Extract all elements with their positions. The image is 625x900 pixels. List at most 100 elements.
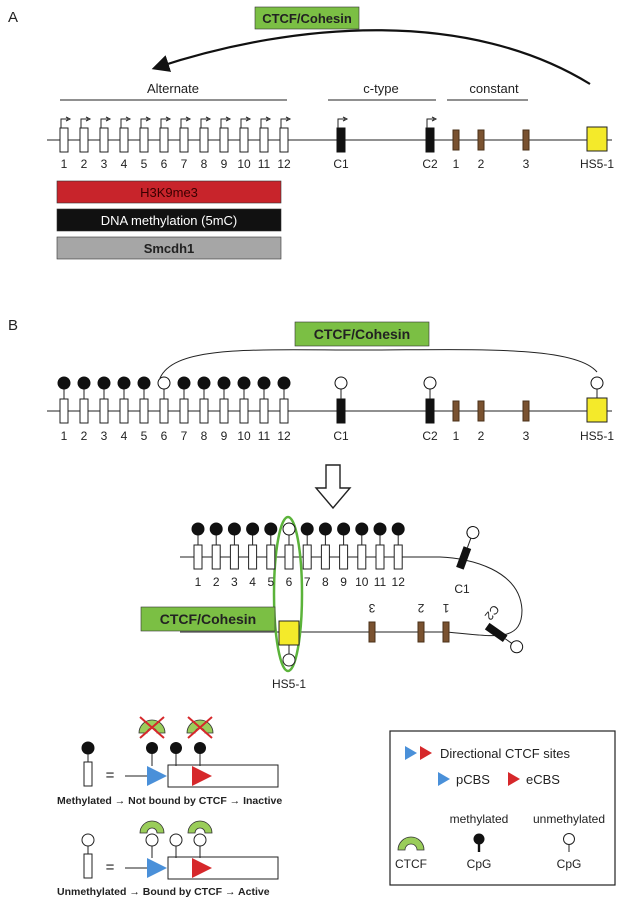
legend-box-frame — [389, 730, 616, 886]
alt-exon-label-b: 3 — [101, 429, 108, 443]
key-cpg-unmethylated — [81, 833, 95, 847]
crossed-ctcf-1 — [138, 716, 166, 739]
alt-exon-b — [279, 398, 289, 424]
promoter-arrowhead-a — [205, 116, 212, 122]
alt-exon-label-loop: 12 — [392, 575, 406, 589]
down-arrow — [314, 464, 352, 510]
equals-u: = — [106, 859, 115, 876]
promoter-arrow-a — [240, 118, 248, 128]
legend-pcbs-triangle — [438, 772, 450, 786]
pcbs-triangle-m — [147, 766, 167, 786]
cpg-methylated-loop — [337, 522, 351, 536]
alt-exon-label-a: 6 — [161, 157, 168, 171]
ctype-exon-b — [336, 398, 346, 424]
alt-exon-label-a: 8 — [201, 157, 208, 171]
alt-exon-label-b: 4 — [121, 429, 128, 443]
cpg-methylated-b — [197, 376, 211, 390]
alt-exon-b — [259, 398, 269, 424]
cpg-unmethylated-loop — [282, 522, 296, 536]
alt-exon-loop — [320, 544, 330, 570]
hs5-1-label-a: HS5-1 — [580, 157, 614, 171]
alt-exon-loop — [339, 544, 349, 570]
alt-exon-loop — [302, 544, 312, 570]
hs5-1-box-b — [586, 397, 608, 423]
alt-exon-label-b: 2 — [81, 429, 88, 443]
panel-b-letter: B — [8, 317, 18, 334]
promoter-arrow-a — [220, 118, 228, 128]
const-exon-loop — [417, 621, 425, 643]
interaction-oval — [272, 515, 304, 673]
alt-exon-label-b: 1 — [61, 429, 68, 443]
cpg-methylated-b — [237, 376, 251, 390]
equals-m: = — [106, 767, 115, 784]
bound-ctcf-2 — [187, 820, 213, 834]
alt-exon-label-loop: 10 — [355, 575, 369, 589]
legend-cpg-methylated: CpG — [467, 857, 492, 871]
alt-exon-b — [139, 398, 149, 424]
hs5-1-cpg-loop — [282, 653, 296, 667]
alt-exon-loop — [266, 544, 276, 570]
ctype-exon-label-a: C1 — [333, 157, 349, 171]
cpg-methylated-loop — [373, 522, 387, 536]
c1-exon-loop — [456, 526, 480, 570]
cpg-unmethylated-loop — [466, 526, 480, 540]
alt-exon-label-loop: 9 — [340, 575, 347, 589]
cpg-unmethylated-b — [334, 376, 348, 390]
cpg-methylated-loop — [355, 522, 369, 536]
panel-a-letter: A — [8, 9, 18, 26]
cpg-triplet-u — [145, 833, 207, 858]
alt-exon-loop — [248, 544, 258, 570]
section-constant: constant — [469, 81, 519, 96]
legend-ctcf: CTCF — [395, 857, 427, 871]
ctype-exon-a — [425, 127, 435, 153]
cpg-methylated-loop — [318, 522, 332, 536]
cohesin-label-b: CTCF/Cohesin — [314, 326, 410, 342]
alt-exon-label-a: 2 — [81, 157, 88, 171]
promoter-arrow-a — [280, 118, 288, 128]
alt-exon-loop — [229, 544, 239, 570]
alt-exon-loop — [375, 544, 385, 570]
alt-exon-a — [179, 127, 189, 153]
promoter-arrow-a — [100, 118, 108, 128]
unmethylated-caption: Unmethylated → Bound by CTCF → Active — [57, 886, 270, 898]
cpg-methylated-loop — [227, 522, 241, 536]
ctype-exon-label-a: C2 — [422, 157, 438, 171]
alt-exon-label-b: 7 — [181, 429, 188, 443]
legend-box: Directional CTCF sites pCBS eCBS methyla… — [389, 730, 616, 886]
key-exon-u — [83, 853, 93, 879]
alt-exon-a — [239, 127, 249, 153]
cpg-stalk-loop — [466, 538, 472, 548]
const-exon-label-a: 1 — [453, 157, 460, 171]
legend-cpg-unmethylated-icon — [563, 833, 575, 845]
cohesin-box-a — [254, 6, 360, 30]
alt-exon-b — [219, 398, 229, 424]
cpg-methylated-loop — [246, 522, 260, 536]
alt-exon-label-b: 6 — [161, 429, 168, 443]
smcdh1-label: Smcdh1 — [144, 241, 195, 256]
alt-exon-b — [179, 398, 189, 424]
promoter-arrow-a — [337, 118, 345, 128]
const-exon-a — [477, 129, 485, 151]
dna-methylation-label: DNA methylation (5mC) — [101, 213, 238, 228]
cpg-methylated-b — [257, 376, 271, 390]
alt-exon-label-loop: 4 — [249, 575, 256, 589]
alt-exon-b — [239, 398, 249, 424]
alt-exon-label-a: 5 — [141, 157, 148, 171]
legend-cpg-unmethylated: CpG — [557, 857, 582, 871]
const-exon-loop — [442, 621, 450, 643]
cohesin-label-a: CTCF/Cohesin — [262, 11, 352, 26]
legend-blue-triangle — [405, 746, 417, 760]
alt-exon-a — [139, 127, 149, 153]
cpg-methylated-loop — [300, 522, 314, 536]
cpg-methylated-loop — [264, 522, 278, 536]
gene-body-u — [167, 856, 279, 880]
h3k9me3-bar — [56, 180, 282, 204]
alt-exon-label-b: 9 — [221, 429, 228, 443]
const-exon-label-a: 2 — [478, 157, 485, 171]
legend-red-triangle — [420, 746, 432, 760]
cpg-stalk-loop — [504, 638, 513, 644]
hs5-1-label-loop: HS5-1 — [272, 677, 306, 691]
alt-exon-b — [199, 398, 209, 424]
alt-exon-label-b: 8 — [201, 429, 208, 443]
alt-exon-a — [259, 127, 269, 153]
